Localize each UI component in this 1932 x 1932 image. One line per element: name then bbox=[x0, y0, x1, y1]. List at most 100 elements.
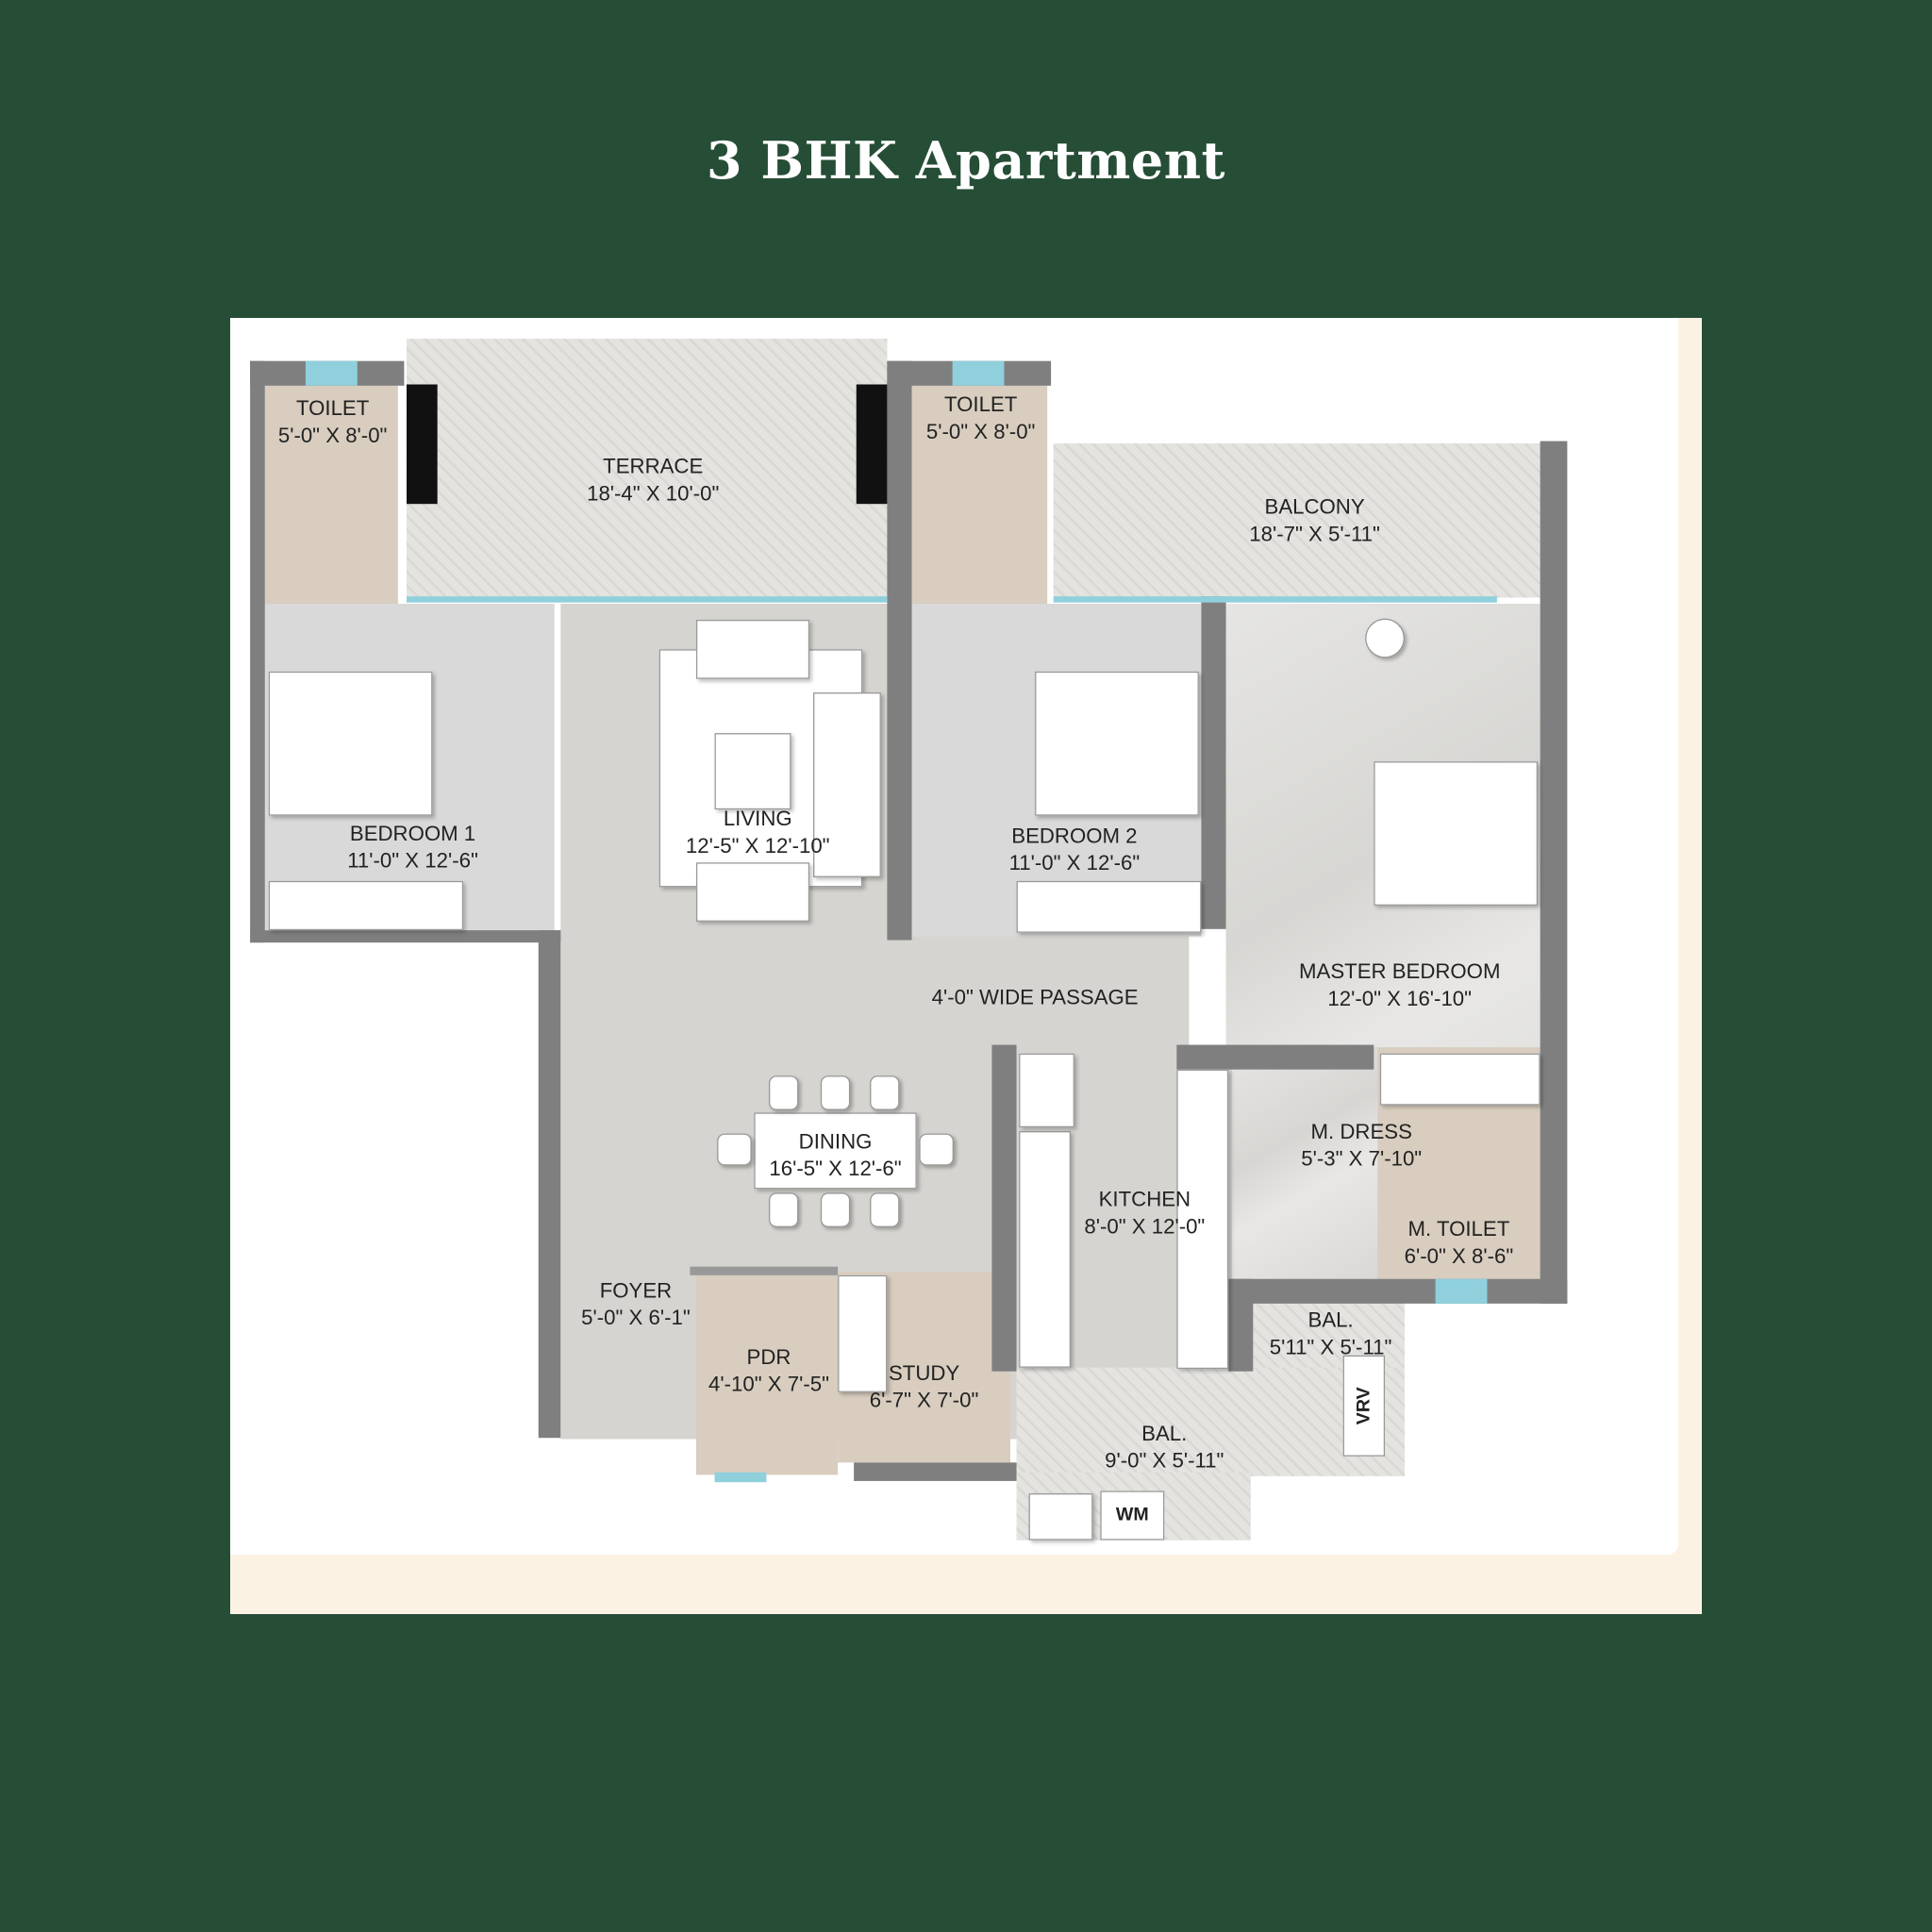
wall bbox=[1228, 1278, 1568, 1304]
fridge bbox=[1019, 1053, 1074, 1128]
room-name: TOILET bbox=[943, 392, 1018, 417]
room-name: M. DRESS bbox=[1310, 1120, 1412, 1144]
toilet-1-floor bbox=[264, 384, 398, 604]
wm-unit: WM bbox=[1100, 1491, 1165, 1541]
coffee-table bbox=[714, 733, 791, 810]
wm-label: WM bbox=[1115, 1504, 1149, 1525]
window bbox=[305, 360, 358, 386]
wall bbox=[854, 1462, 1017, 1481]
wall bbox=[1201, 596, 1226, 929]
room-label-master-bedroom: MASTER BEDROOM 12'-0" X 16'-10" bbox=[1299, 958, 1500, 1012]
bed bbox=[1035, 671, 1199, 816]
sofa bbox=[695, 862, 810, 922]
room-name: FOYER bbox=[599, 1278, 673, 1303]
chair bbox=[820, 1075, 851, 1110]
balcony-glass bbox=[1053, 596, 1497, 603]
chair bbox=[769, 1192, 799, 1227]
room-name: PDR bbox=[746, 1345, 791, 1370]
vanity bbox=[1379, 1053, 1541, 1106]
study-desk bbox=[838, 1274, 888, 1392]
balcony-floor bbox=[1053, 443, 1541, 598]
room-name: MASTER BEDROOM bbox=[1299, 959, 1501, 984]
wall bbox=[887, 360, 912, 941]
room-size: 8'-0" X 12'-0" bbox=[1084, 1214, 1206, 1239]
room-name: TOILET bbox=[295, 396, 370, 421]
toilet-2-floor bbox=[911, 384, 1048, 604]
chair bbox=[870, 1075, 900, 1110]
room-size: 5'-0" X 8'-0" bbox=[925, 420, 1036, 444]
room-name: DINING bbox=[798, 1129, 873, 1154]
bal-main-floor bbox=[1016, 1367, 1405, 1476]
terrace-floor bbox=[407, 339, 888, 598]
chair bbox=[717, 1133, 752, 1166]
room-label-dining: DINING 16'-5" X 12'-6" bbox=[769, 1128, 901, 1182]
wall bbox=[991, 1044, 1017, 1372]
chair bbox=[820, 1192, 851, 1227]
room-size: 11'-0" X 12'-6" bbox=[1008, 851, 1141, 875]
room-name: KITCHEN bbox=[1098, 1188, 1191, 1211]
room-size: 6'-0" X 8'-6" bbox=[1404, 1244, 1514, 1268]
terrace-pillar bbox=[407, 384, 438, 505]
wall bbox=[1176, 1044, 1374, 1070]
sofa bbox=[695, 619, 810, 679]
terrace-glass bbox=[407, 596, 888, 603]
wall bbox=[538, 930, 561, 1439]
room-size: 5'-0" X 8'-0" bbox=[277, 424, 388, 448]
room-name: BEDROOM 2 bbox=[1011, 824, 1138, 848]
m-dress-floor bbox=[1232, 1047, 1378, 1279]
room-label-bedroom-2: BEDROOM 2 11'-0" X 12'-6" bbox=[1009, 823, 1141, 876]
room-size: 6'-7" X 7'-0" bbox=[869, 1388, 979, 1412]
room-size: 4'-10" X 7'-5" bbox=[708, 1372, 829, 1396]
chair bbox=[870, 1192, 900, 1227]
room-label-passage: 4'-0" WIDE PASSAGE bbox=[932, 985, 1139, 1012]
room-label-bal-main: BAL.9'-0" X 5'-11" bbox=[1105, 1421, 1224, 1474]
room-size: 18'-7" X 5'-11" bbox=[1249, 522, 1380, 546]
room-size: 12'-5" X 12'-10" bbox=[685, 834, 830, 858]
room-label-toilet-1: TOILET 5'-0" X 8'-0" bbox=[278, 395, 388, 449]
wall bbox=[250, 930, 561, 943]
wardrobe bbox=[268, 880, 464, 931]
utility-sink bbox=[1028, 1492, 1093, 1541]
room-size: 12'-0" X 16'-10" bbox=[1327, 987, 1473, 1011]
room-size: 5'11" X 5'-11" bbox=[1269, 1335, 1392, 1359]
room-size: 11'-0" X 12'-6" bbox=[347, 848, 478, 873]
room-name: TERRACE bbox=[603, 454, 704, 478]
chair bbox=[919, 1133, 954, 1166]
room-size: 5'-3" X 7'-10" bbox=[1301, 1146, 1423, 1171]
room-name: BAL. bbox=[1141, 1422, 1188, 1446]
room-label-terrace: TERRACE 18'-4" X 10'-0" bbox=[587, 454, 719, 508]
chair bbox=[769, 1075, 799, 1110]
room-label-bedroom-1: BEDROOM 1 11'-0" X 12'-6" bbox=[347, 821, 478, 874]
dining-table bbox=[754, 1112, 917, 1190]
kitchen-counter bbox=[1019, 1130, 1072, 1368]
wardrobe bbox=[1016, 880, 1202, 933]
room-name: BALCONY bbox=[1264, 495, 1365, 519]
room-name: M. TOILET bbox=[1407, 1217, 1510, 1241]
bed bbox=[268, 671, 433, 816]
wall bbox=[1540, 441, 1568, 1304]
room-name: BEDROOM 1 bbox=[349, 822, 476, 845]
bed bbox=[1374, 761, 1539, 906]
sofa bbox=[813, 692, 881, 877]
window bbox=[952, 360, 1005, 386]
room-size: 18'-4" X 10'-0" bbox=[587, 481, 720, 506]
room-size: 9'-0" X 5'-11" bbox=[1105, 1448, 1224, 1473]
pdr-floor bbox=[695, 1271, 839, 1475]
vrv-unit: VRV bbox=[1342, 1355, 1386, 1457]
room-name: 4'-0" WIDE PASSAGE bbox=[931, 985, 1139, 1009]
page-title: 3 BHK Apartment bbox=[706, 130, 1225, 191]
room-label-bal-small: BAL. 5'11" X 5'-11" bbox=[1270, 1307, 1392, 1361]
wall bbox=[690, 1266, 839, 1275]
room-label-kitchen: KITCHEN 8'-0" X 12'-0" bbox=[1084, 1187, 1205, 1241]
room-size: 16'-5" X 12'-6" bbox=[769, 1157, 902, 1181]
round-table bbox=[1365, 618, 1405, 658]
room-name: STUDY bbox=[888, 1361, 960, 1386]
room-name: BAL. bbox=[1307, 1308, 1354, 1332]
kitchen-counter bbox=[1176, 1069, 1229, 1370]
vrv-label: VRV bbox=[1353, 1387, 1374, 1425]
